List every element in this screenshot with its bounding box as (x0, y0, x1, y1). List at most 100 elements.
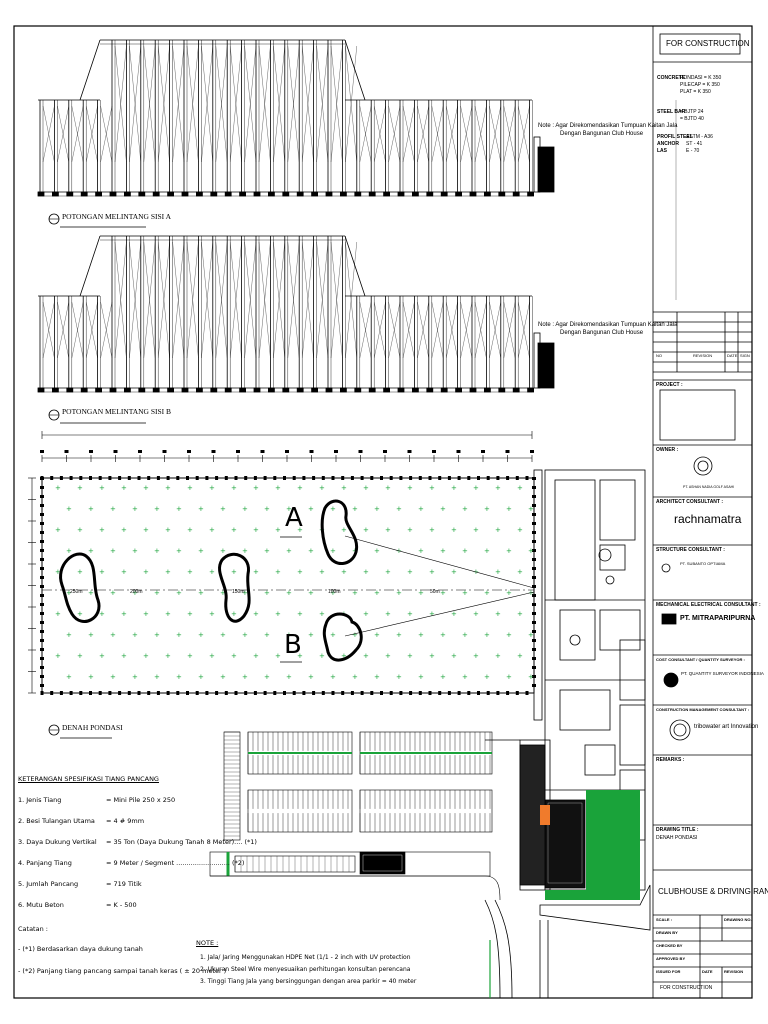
svg-text:+: + (396, 673, 402, 681)
svg-text:+: + (385, 652, 391, 660)
svg-text:+: + (495, 526, 501, 534)
svg-text:+: + (506, 547, 512, 555)
steel-label: STEEL BAR (657, 109, 686, 115)
svg-text:+: + (110, 673, 116, 681)
svg-text:+: + (176, 547, 182, 555)
rev-label: REVISION (724, 969, 744, 974)
svg-text:+: + (341, 652, 347, 660)
svg-text:+: + (121, 610, 127, 618)
qs-name: PT. QUANTITY SURVEYOR INDONESIA (681, 671, 764, 676)
svg-text:+: + (165, 610, 171, 618)
svg-text:+: + (198, 505, 204, 513)
svg-text:+: + (297, 652, 303, 660)
svg-text:+: + (286, 631, 292, 639)
svg-text:+: + (165, 526, 171, 534)
svg-text:+: + (286, 505, 292, 513)
svg-text:+: + (418, 631, 424, 639)
svg-text:+: + (297, 568, 303, 576)
svg-text:+: + (165, 568, 171, 576)
svg-text:+: + (99, 610, 105, 618)
distance-label-50: 50m (430, 589, 440, 595)
svg-text:+: + (517, 568, 523, 576)
svg-text:+: + (198, 547, 204, 555)
svg-text:+: + (66, 673, 72, 681)
spec-item-value: = Mini Pile 250 x 250 (106, 796, 176, 804)
svg-text:+: + (66, 631, 72, 639)
note-item-3: 3. Tinggi Tiang Jala yang bersinggungan … (200, 978, 417, 985)
distance-label-150: 150m (232, 589, 245, 595)
svg-text:+: + (462, 631, 468, 639)
svg-text:+: + (473, 610, 479, 618)
svg-text:+: + (154, 673, 160, 681)
svg-text:+: + (451, 610, 457, 618)
svg-text:+: + (374, 505, 380, 513)
architect-label: ARCHITECT CONSULTANT : (656, 499, 724, 505)
svg-text:+: + (187, 568, 193, 576)
svg-text:+: + (308, 631, 314, 639)
svg-text:+: + (88, 547, 94, 555)
svg-text:+: + (176, 589, 182, 597)
svg-text:+: + (220, 589, 226, 597)
svg-text:+: + (374, 547, 380, 555)
mep-label: MECHANICAL ELECTRICAL CONSULTANT : (656, 602, 761, 608)
rev-header-revision: REVISION (693, 353, 713, 358)
svg-text:+: + (286, 673, 292, 681)
approved-label: APPROVED BY (656, 956, 686, 961)
svg-text:+: + (143, 526, 149, 534)
svg-text:+: + (363, 568, 369, 576)
scale-label: SCALE : (656, 917, 672, 922)
svg-text:+: + (495, 610, 501, 618)
svg-text:+: + (242, 547, 248, 555)
spec-item-label: 2. Besi Tulangan Utama (18, 817, 95, 825)
cm-label: CONSTRUCTION MANAGEMENT CONSULTANT : (656, 707, 749, 712)
svg-text:+: + (176, 505, 182, 513)
svg-text:+: + (319, 610, 325, 618)
svg-text:+: + (385, 526, 391, 534)
catatan-title: Catatan : (18, 925, 48, 933)
svg-text:+: + (209, 652, 215, 660)
svg-text:+: + (132, 631, 138, 639)
svg-text:+: + (55, 568, 61, 576)
spec-item-label: 6. Mutu Beton (18, 901, 64, 909)
svg-text:+: + (484, 589, 490, 597)
spec-item-value: = 719 Titik (106, 880, 142, 888)
svg-text:+: + (528, 631, 534, 639)
svg-text:+: + (110, 631, 116, 639)
svg-text:+: + (242, 589, 248, 597)
svg-text:+: + (319, 568, 325, 576)
svg-text:+: + (341, 568, 347, 576)
project-name: CLUBHOUSE & DRIVING RANGE (658, 887, 768, 896)
svg-text:+: + (154, 547, 160, 555)
svg-text:+: + (132, 547, 138, 555)
sheet-border (13, 25, 753, 999)
svg-text:+: + (440, 589, 446, 597)
svg-text:+: + (352, 505, 358, 513)
svg-text:+: + (121, 484, 127, 492)
svg-text:+: + (462, 547, 468, 555)
svg-text:+: + (88, 631, 94, 639)
svg-text:+: + (187, 484, 193, 492)
svg-text:+: + (77, 484, 83, 492)
svg-text:+: + (275, 484, 281, 492)
svg-text:+: + (451, 484, 457, 492)
svg-text:+: + (253, 484, 259, 492)
svg-text:+: + (110, 547, 116, 555)
plan-label-b: B (284, 630, 302, 660)
section-b-note-line2: Dengan Bangunan Club House (560, 330, 644, 336)
svg-text:+: + (297, 610, 303, 618)
svg-text:+: + (187, 526, 193, 534)
svg-text:+: + (484, 505, 490, 513)
drawing-title-label: DRAWING TITLE : (656, 827, 699, 833)
svg-text:+: + (341, 526, 347, 534)
svg-text:+: + (363, 610, 369, 618)
svg-text:+: + (440, 505, 446, 513)
svg-text:+: + (429, 568, 435, 576)
svg-text:+: + (484, 631, 490, 639)
svg-text:+: + (484, 673, 490, 681)
svg-text:+: + (396, 505, 402, 513)
note-item-1: 1. Jala/ Jaring Menggunakan HDPE Net (1/… (200, 954, 411, 961)
spec-item-value: = 35 Ton (Daya Dukung Tanah 8 Meter)....… (106, 838, 257, 846)
svg-text:+: + (418, 589, 424, 597)
structure-name: PT. SUBANTO OPTIAMA (680, 561, 726, 566)
section-b-note: Note : Agar Direkomendasikan Tumpuan Kai… (538, 322, 678, 328)
